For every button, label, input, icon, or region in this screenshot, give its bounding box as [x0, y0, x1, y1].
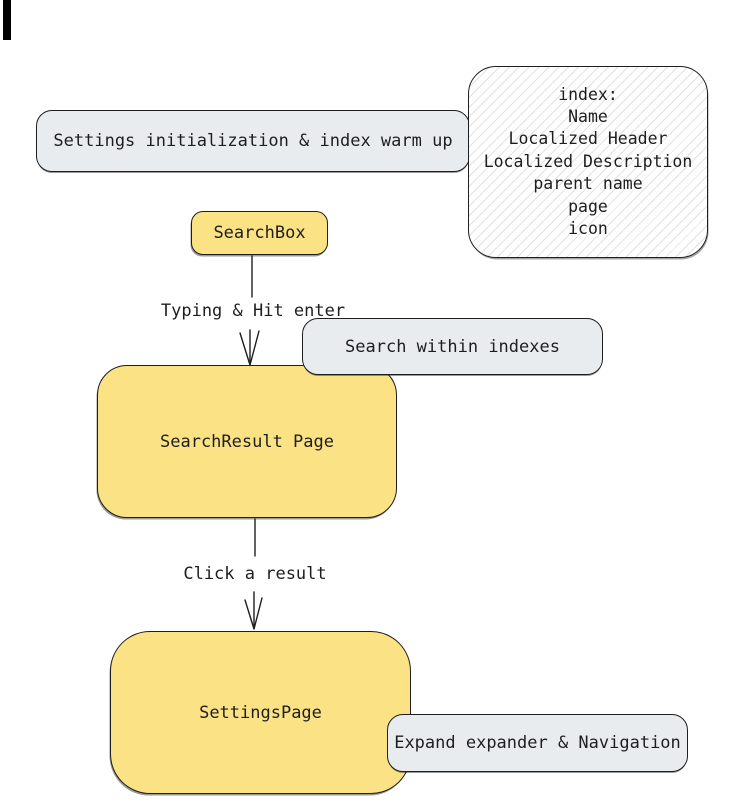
- index-note-line: Localized Header: [508, 129, 668, 149]
- node-settings-page[interactable]: SettingsPage: [110, 631, 411, 794]
- node-expand-navigation-label: Expand expander & Navigation: [394, 733, 681, 753]
- node-search-result-page-label: SearchResult Page: [160, 431, 334, 452]
- node-index-note[interactable]: index: Name Localized Header Localized D…: [468, 66, 708, 258]
- node-search-within-indexes-label: Search within indexes: [345, 336, 560, 357]
- node-expand-navigation[interactable]: Expand expander & Navigation: [387, 714, 688, 772]
- edge-label-click-result[interactable]: Click a result: [183, 564, 327, 584]
- edge-label-typing-enter[interactable]: Typing & Hit enter: [160, 301, 346, 321]
- index-note-line: page: [568, 196, 608, 216]
- node-search-box[interactable]: SearchBox: [191, 211, 328, 255]
- node-search-result-page[interactable]: SearchResult Page: [97, 365, 397, 518]
- index-note-lines: index: Name Localized Header Localized D…: [484, 84, 693, 241]
- index-note-line: index:: [558, 84, 618, 104]
- node-settings-initialization-label: Settings initialization & index warm up: [53, 131, 453, 151]
- node-search-within-indexes[interactable]: Search within indexes: [302, 318, 603, 375]
- index-note-line: Localized Description: [483, 151, 693, 171]
- corner-artifact: [3, 0, 11, 40]
- node-settings-initialization[interactable]: Settings initialization & index warm up: [36, 110, 470, 172]
- index-note-line: parent name: [533, 174, 643, 194]
- index-note-line: icon: [568, 219, 608, 239]
- node-search-box-label: SearchBox: [213, 223, 306, 243]
- node-settings-page-label: SettingsPage: [199, 702, 322, 723]
- index-note-line: Name: [568, 106, 608, 126]
